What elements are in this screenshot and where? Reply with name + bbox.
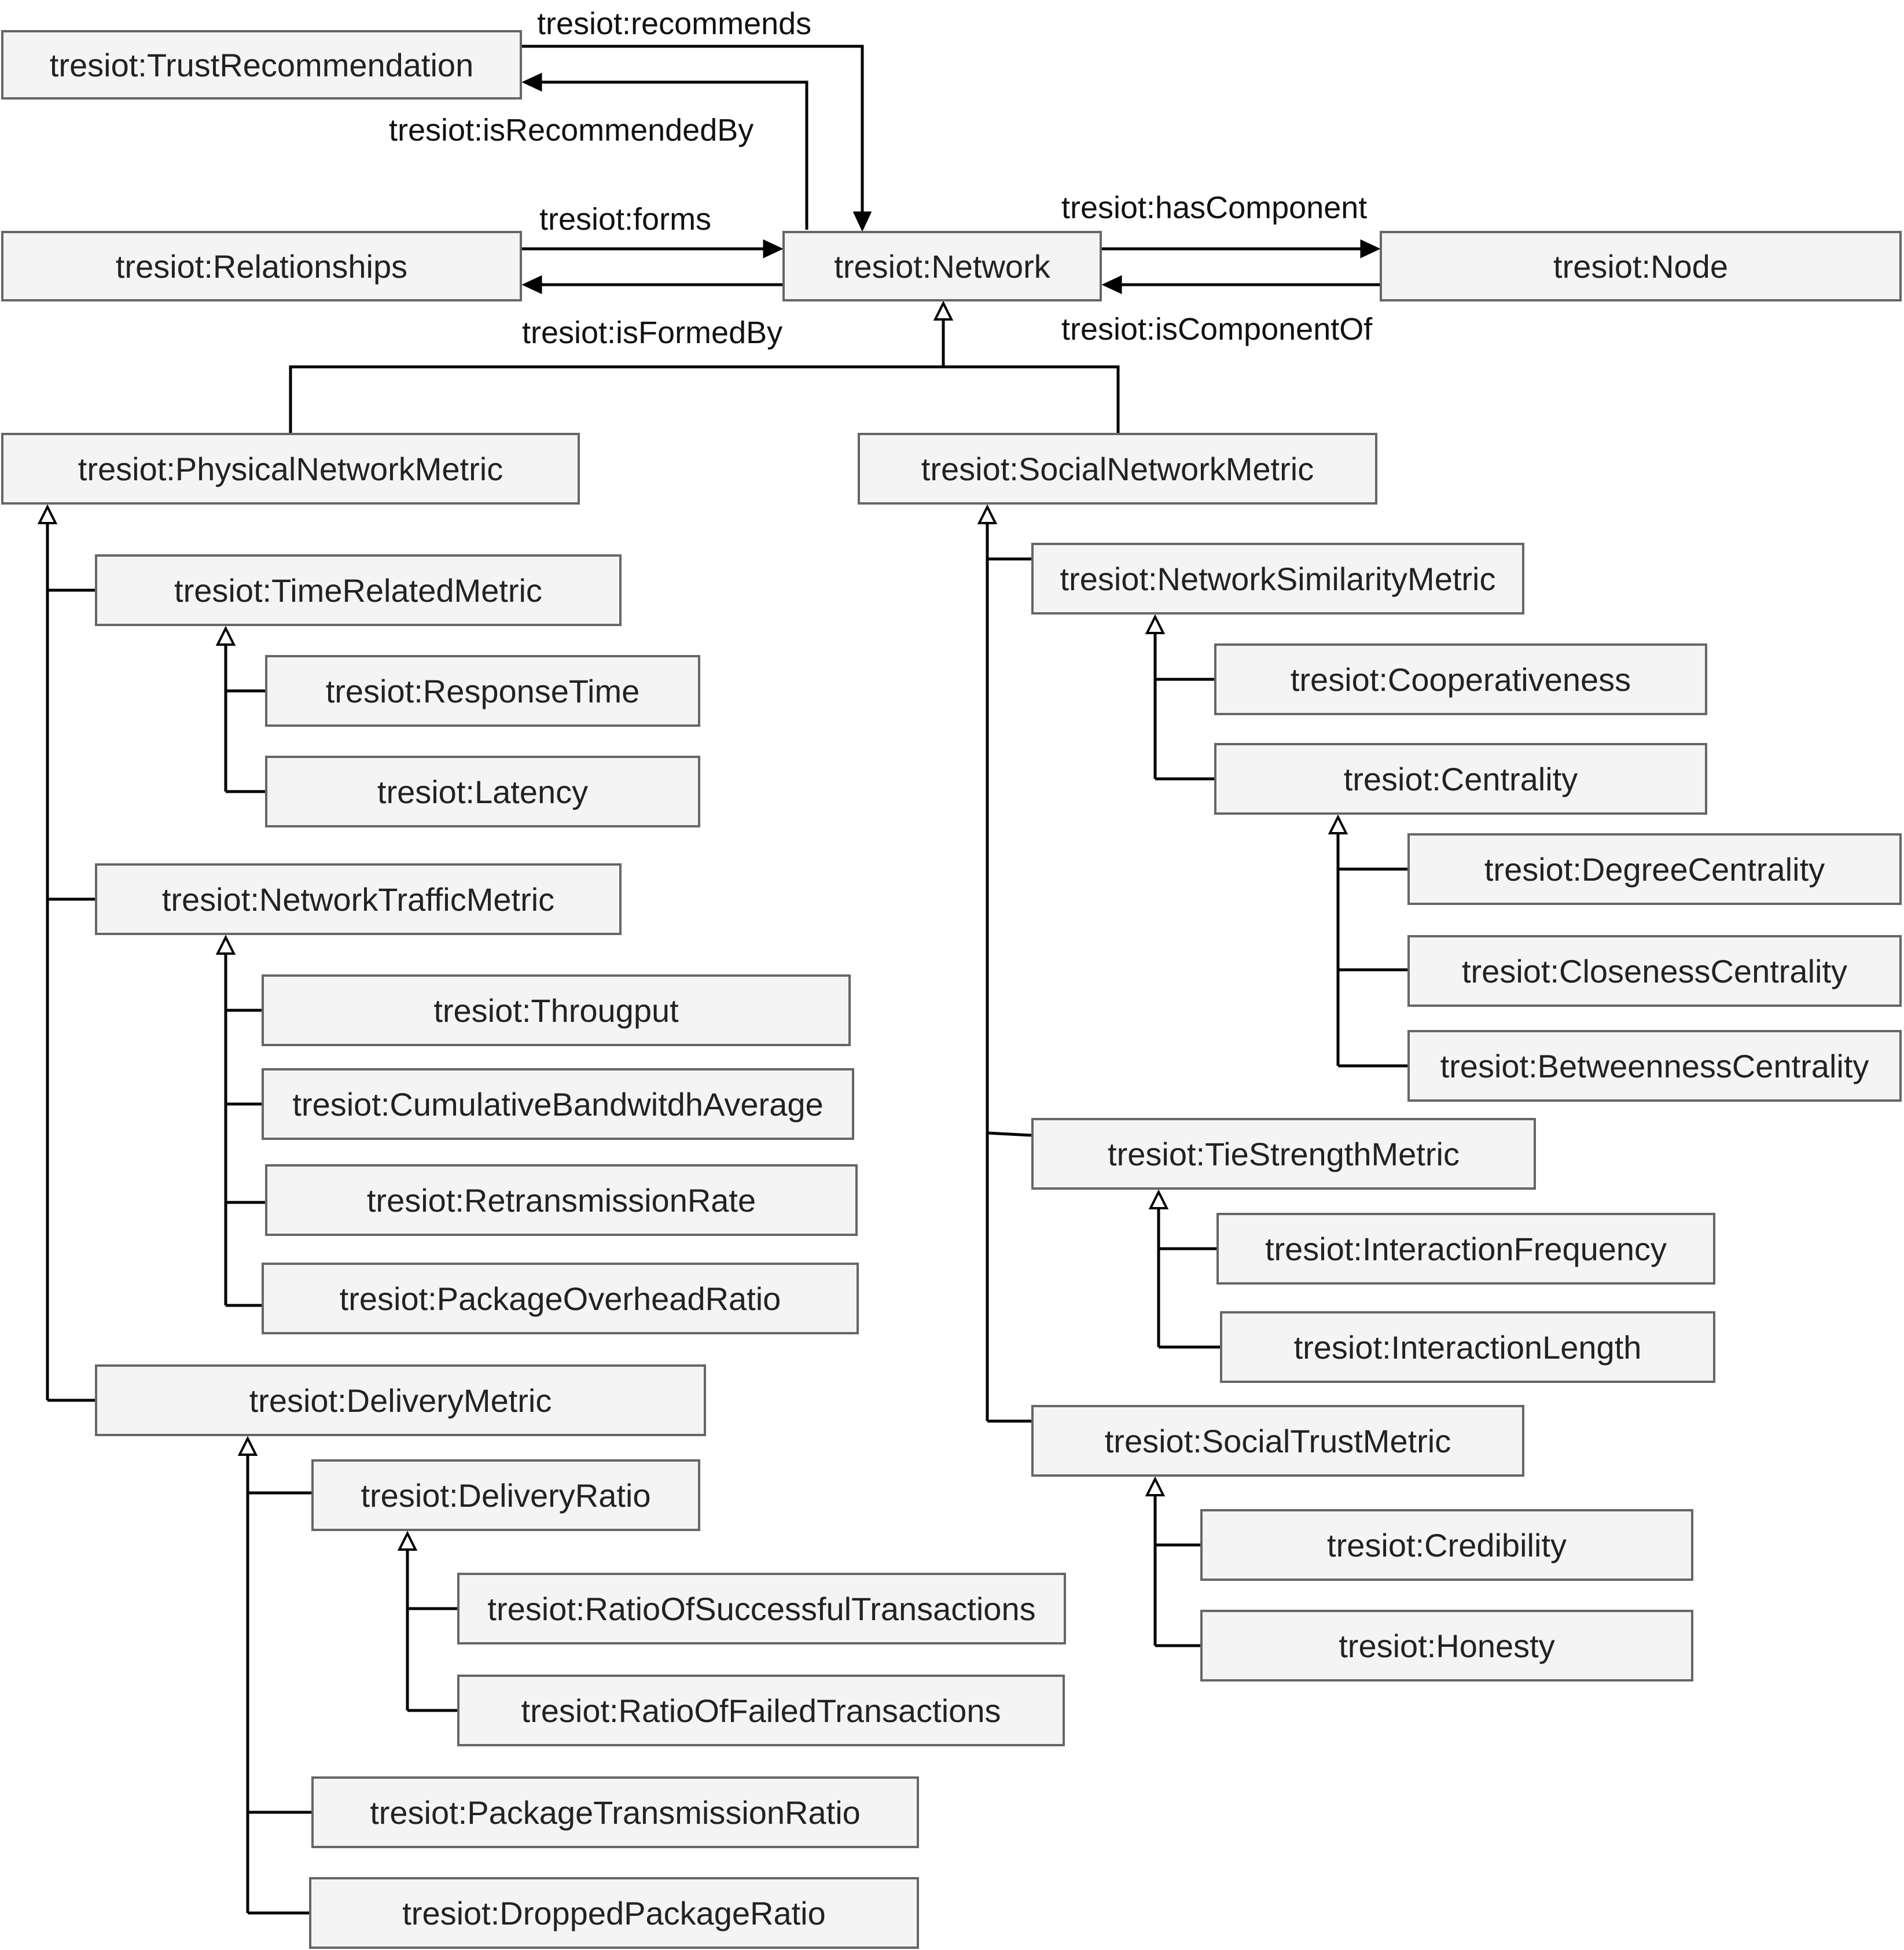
edge-recommends [522,45,864,214]
class-betweenness-centrality: tresiot:BetweennessCentrality [1407,1030,1902,1102]
edge-label-is-formed-by: tresiot:isFormedBy [522,315,783,350]
class-cooperativeness: tresiot:Cooperativeness [1214,643,1707,715]
edge-label-forms: tresiot:forms [539,202,712,237]
class-package-overhead-ratio: tresiot:PackageOverheadRatio [262,1263,859,1334]
edge-is-recommended-by [541,80,808,230]
class-ratio-of-successful-transactions: tresiot:RatioOfSuccessfulTransactions [457,1573,1066,1644]
class-degree-centrality: tresiot:DegreeCentrality [1407,833,1902,905]
class-relationships: tresiot:Relationships [1,231,522,301]
triangle-network [933,300,954,321]
edge-label-has-component: tresiot:hasComponent [1061,190,1368,225]
edge-label-is-component-of: tresiot:isComponentOf [1061,312,1373,347]
class-tie-strength-metric: tresiot:TieStrengthMetric [1031,1118,1536,1190]
triangle-social-trust-metric [1145,1476,1166,1496]
class-credibility: tresiot:Credibility [1200,1509,1693,1581]
edge-physical-to-network [289,365,943,433]
class-delivery-metric: tresiot:DeliveryMetric [95,1364,706,1436]
triangle-centrality [1328,814,1348,834]
class-retransmission-rate: tresiot:RetransmissionRate [265,1164,858,1236]
triangle-delivery-ratio [397,1530,418,1551]
class-interaction-frequency: tresiot:InteractionFrequency [1216,1213,1715,1285]
class-honesty: tresiot:Honesty [1200,1610,1693,1682]
triangle-tie-strength-metric [1148,1189,1169,1209]
arrowhead-is-component-of [1101,275,1122,295]
class-node: tresiot:Node [1380,231,1902,301]
class-cumulative-bandwidth-average: tresiot:CumulativeBandwitdhAverage [262,1068,854,1140]
arrowhead-is-recommended-by [521,72,542,92]
triangle-social-network-metric [977,504,998,524]
class-trust-recommendation: tresiot:TrustRecommendation [1,30,522,100]
class-network: tresiot:Network [782,231,1102,301]
class-package-transmission-ratio: tresiot:PackageTransmissionRatio [311,1776,919,1848]
edge-tie-strength [987,1131,1032,1137]
class-closeness-centrality: tresiot:ClosenessCentrality [1407,935,1902,1007]
arrowhead-recommends [852,211,872,232]
triangle-network-similarity-metric [1145,614,1166,634]
class-througput: tresiot:Througput [262,974,851,1046]
arrowhead-forms [763,239,784,259]
edge-social-to-network [942,319,1120,433]
class-ratio-of-failed-transactions: tresiot:RatioOfFailedTransactions [457,1675,1065,1746]
arrowhead-has-component [1360,239,1381,259]
class-social-network-metric: tresiot:SocialNetworkMetric [858,433,1377,505]
triangle-physical-network-metric [37,504,58,524]
triangle-network-traffic-metric [215,934,236,955]
class-latency: tresiot:Latency [265,756,700,827]
class-network-similarity-metric: tresiot:NetworkSimilarityMetric [1031,543,1524,615]
class-interaction-length: tresiot:InteractionLength [1220,1311,1715,1383]
arrowhead-is-formed-by [521,275,542,295]
class-centrality: tresiot:Centrality [1214,743,1707,815]
edge-label-recommends: tresiot:recommends [537,6,812,41]
class-network-traffic-metric: tresiot:NetworkTrafficMetric [95,863,622,935]
class-dropped-package-ratio: tresiot:DroppedPackageRatio [309,1877,919,1949]
class-physical-network-metric: tresiot:PhysicalNetworkMetric [1,433,580,505]
edge-label-is-recommended-by: tresiot:isRecommendedBy [389,113,754,148]
class-response-time: tresiot:ResponseTime [265,655,700,727]
class-time-related-metric: tresiot:TimeRelatedMetric [95,554,622,626]
triangle-time-related-metric [215,626,236,646]
class-social-trust-metric: tresiot:SocialTrustMetric [1031,1405,1524,1477]
class-delivery-ratio: tresiot:DeliveryRatio [311,1459,700,1531]
triangle-delivery-metric [237,1436,258,1456]
